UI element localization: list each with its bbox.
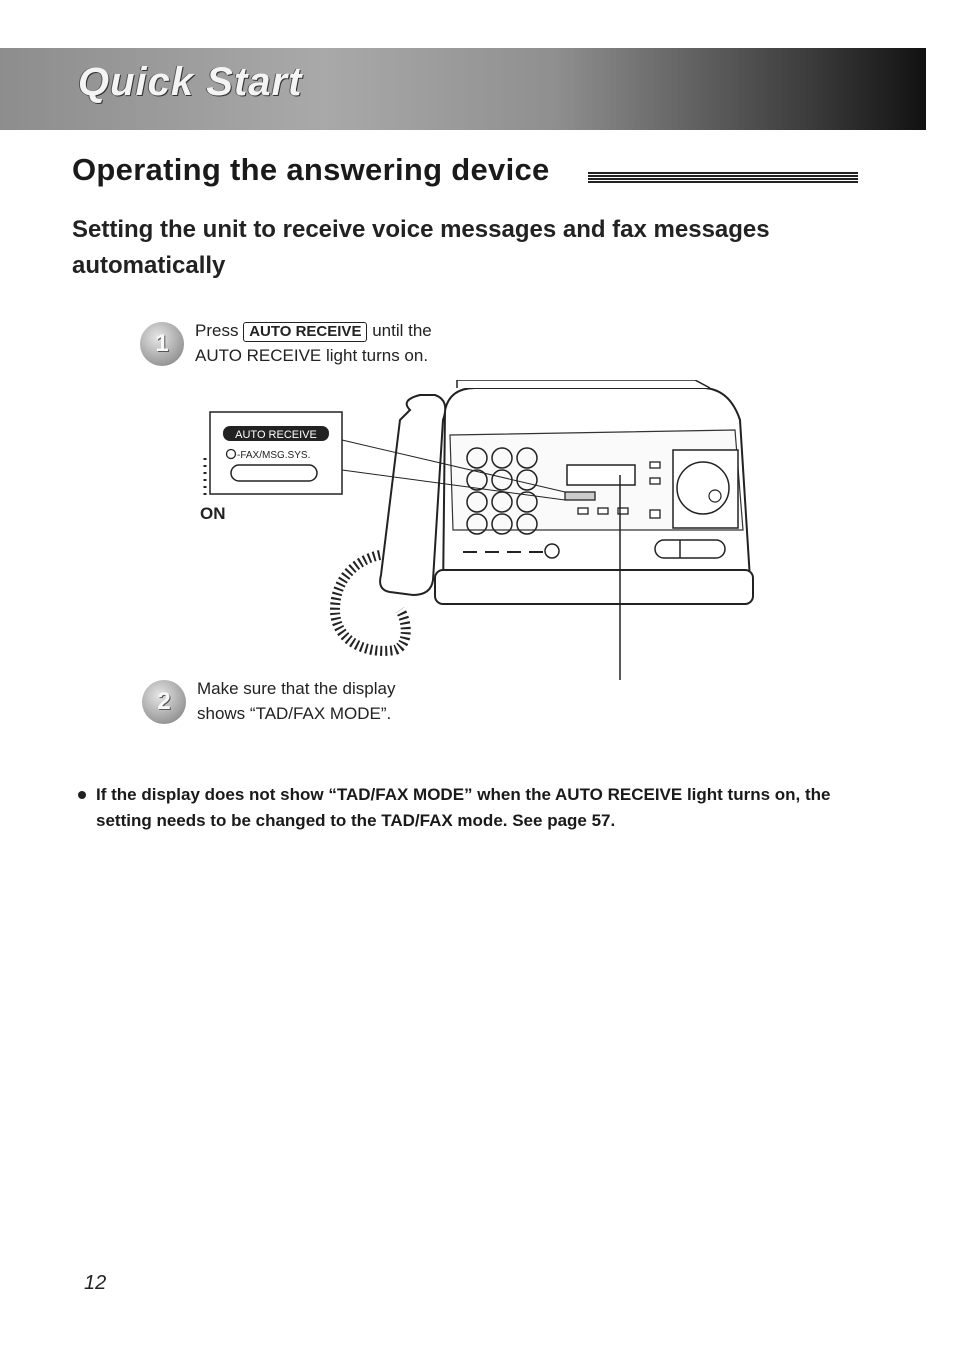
step-2-line-2: shows “TAD/FAX MODE”.	[197, 704, 392, 723]
auto-receive-key: AUTO RECEIVE	[243, 322, 368, 342]
step-1-icon: 1	[140, 322, 184, 366]
figure-light-label: -FAX/MSG.SYS.	[237, 450, 310, 461]
step-1-text: Press AUTO RECEIVE until the AUTO RECEIV…	[195, 318, 615, 368]
fax-machine-figure: AUTO RECEIVE -FAX/MSG.SYS. ON	[195, 379, 765, 709]
bullet-icon	[78, 791, 86, 799]
note-text: If the display does not show “TAD/FAX MO…	[96, 785, 831, 830]
step-1-press-word: Press	[195, 321, 239, 340]
banner-title: Quick Start	[78, 60, 303, 104]
step-2-icon: 2	[142, 680, 186, 724]
step-1-line-2: AUTO RECEIVE light turns on.	[195, 346, 429, 365]
step-2-line-1: Make sure that the display	[197, 679, 396, 698]
section-subtitle: Setting the unit to receive voice messag…	[72, 216, 770, 279]
figure-on-label: ON	[200, 504, 226, 523]
step-1-after-key: until the	[372, 321, 432, 340]
fax-machine-illustration: AUTO RECEIVE -FAX/MSG.SYS. ON	[200, 379, 754, 709]
page-number: 12	[84, 1272, 107, 1294]
section-title: Operating the answering device	[72, 152, 550, 187]
header-banner: Quick Start	[0, 48, 926, 130]
step-2-text: Make sure that the display shows “TAD/FA…	[197, 676, 437, 726]
figure-button-label: AUTO RECEIVE	[235, 429, 317, 441]
section-title-rule	[588, 172, 858, 184]
